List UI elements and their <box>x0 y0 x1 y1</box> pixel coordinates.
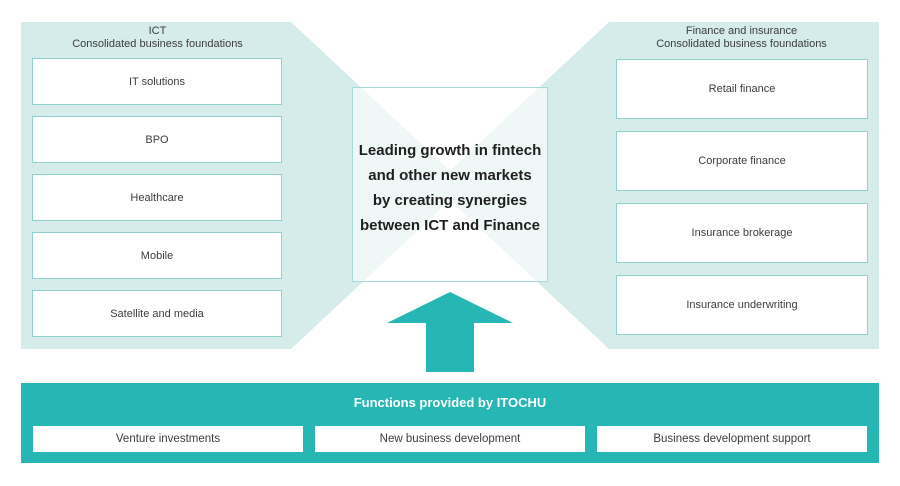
ict-panel-header: ICT Consolidated business foundations <box>21 25 294 51</box>
functions-bar: Functions provided by ITOCHU Venture inv… <box>21 383 879 463</box>
synergy-message: Leading growth in fintech and other new … <box>359 132 542 238</box>
ict-panel-subtitle: Consolidated business foundations <box>72 38 243 50</box>
up-arrow-icon <box>387 292 513 372</box>
finance-panel-subtitle: Consolidated business foundations <box>656 38 827 50</box>
ict-panel-title: ICT <box>148 25 167 37</box>
function-venture-investments: Venture investments <box>33 426 303 452</box>
message-line: between ICT and Finance <box>359 216 541 234</box>
function-label: New business development <box>379 433 521 445</box>
ict-item-satellite-media: Satellite and media <box>32 290 282 337</box>
item-label: Insurance brokerage <box>691 227 793 239</box>
finance-item-insurance-brokerage: Insurance brokerage <box>616 203 868 263</box>
item-label: IT solutions <box>128 75 186 88</box>
item-label: Healthcare <box>130 191 184 204</box>
message-line: by creating synergies <box>372 191 528 209</box>
ict-item-healthcare: Healthcare <box>32 174 282 221</box>
function-business-development-support: Business development support <box>597 426 867 452</box>
item-label: Satellite and media <box>110 307 204 320</box>
finance-item-retail-finance: Retail finance <box>616 59 868 119</box>
finance-item-corporate-finance: Corporate finance <box>616 131 868 191</box>
item-label: Insurance underwriting <box>686 299 798 311</box>
item-label: Mobile <box>140 249 174 262</box>
finance-panel-header: Finance and insurance Consolidated busin… <box>604 25 879 51</box>
finance-item-insurance-underwriting: Insurance underwriting <box>616 275 868 335</box>
ict-item-it-solutions: IT solutions <box>32 58 282 105</box>
finance-panel-title: Finance and insurance <box>685 25 798 37</box>
item-label: Corporate finance <box>698 155 786 167</box>
message-line: Leading growth in fintech <box>358 141 542 159</box>
message-line: and other new markets <box>368 166 532 184</box>
ict-item-mobile: Mobile <box>32 232 282 279</box>
synergy-message-box: Leading growth in fintech and other new … <box>352 87 548 282</box>
function-new-business-development: New business development <box>315 426 585 452</box>
function-label: Business development support <box>653 433 811 445</box>
functions-row: Venture investments New business develop… <box>33 426 867 452</box>
functions-bar-title: Functions provided by ITOCHU <box>353 395 547 410</box>
item-label: Retail finance <box>708 83 776 95</box>
item-label: BPO <box>145 133 169 146</box>
function-label: Venture investments <box>115 433 221 445</box>
ict-item-bpo: BPO <box>32 116 282 163</box>
